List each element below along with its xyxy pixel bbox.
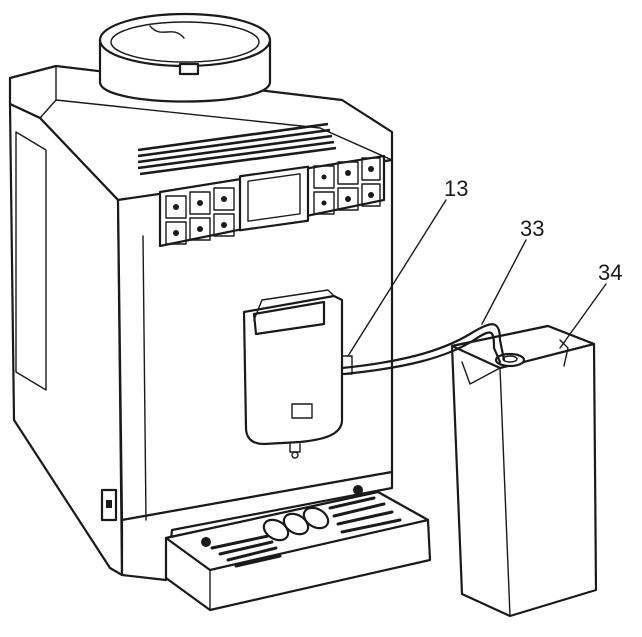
callout-label-34: 34: [598, 260, 622, 285]
bean-hopper: [98, 12, 272, 103]
display-screen: [238, 165, 310, 232]
power-switch: [100, 488, 118, 522]
callout-leader-13: [347, 199, 447, 357]
top-vent-grille: [137, 122, 337, 176]
callout-leader-33: [481, 239, 527, 325]
control-panel: [158, 154, 386, 248]
callout-label-13: 13: [444, 176, 468, 201]
left-buttons: [165, 187, 235, 245]
drip-tray-grate: [210, 496, 402, 568]
callout-leaders: [347, 199, 607, 357]
callout-leader-34: [559, 283, 607, 349]
right-buttons: [313, 157, 381, 215]
milk-carton: [450, 324, 598, 618]
drip-tray: [164, 485, 432, 612]
callout-label-33: 33: [520, 216, 544, 241]
beverage-outlet: [242, 289, 344, 459]
drip-tray-drain-holes: [262, 506, 330, 542]
